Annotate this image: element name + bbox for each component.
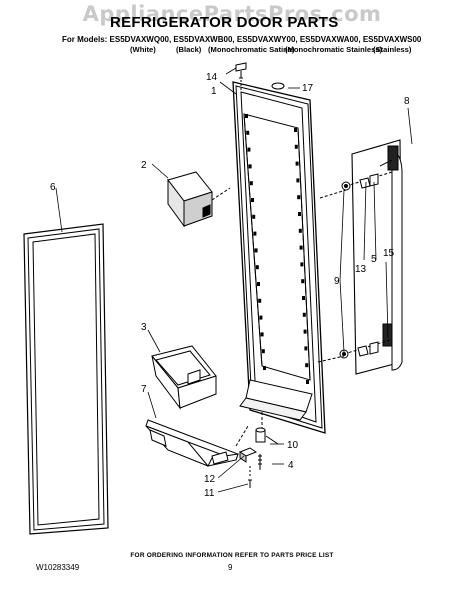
callout-3: 3 — [141, 322, 147, 333]
rail-dot — [260, 332, 264, 337]
document-number: W10283349 — [36, 563, 80, 572]
rail-dot — [258, 298, 262, 303]
callout-leaders — [55, 67, 413, 493]
callout-1: 1 — [211, 86, 217, 97]
page-title: REFRIGERATOR DOOR PARTS — [110, 14, 339, 31]
page-number: 9 — [228, 563, 233, 572]
callout-12: 12 — [204, 474, 216, 485]
rail-dot — [246, 130, 250, 135]
variant-black: (Black) — [176, 45, 202, 54]
handle-mount-hardware — [339, 171, 393, 359]
callout-15: 15 — [383, 248, 395, 259]
rail-dot — [297, 195, 301, 200]
door-shelf — [145, 419, 239, 467]
rail-dot — [296, 178, 300, 183]
rail-dot — [245, 114, 248, 118]
rail-dot — [255, 265, 259, 270]
door-assembly — [232, 81, 326, 434]
callout-13: 13 — [355, 264, 367, 275]
rail-dot — [306, 380, 309, 384]
variant-monochromatic-satina: (Monochromatic Satina) — [208, 45, 295, 54]
dairy-bin — [167, 171, 213, 228]
models-line: For Models: ES5DVAXWQ00, ES5DVAXWB00, ES… — [62, 35, 422, 44]
rail-dot — [299, 245, 303, 250]
callout-14: 14 — [206, 72, 218, 83]
ordering-note: FOR ORDERING INFORMATION REFER TO PARTS … — [130, 552, 334, 559]
top-hinge-hardware — [235, 62, 285, 92]
rail-dot — [261, 349, 265, 354]
rail-dot — [301, 279, 305, 284]
rail-dot — [302, 296, 305, 300]
rail-dot — [259, 315, 263, 320]
callout-11: 11 — [204, 488, 215, 499]
rail-dot — [302, 312, 306, 317]
shelf-rail-dots — [245, 114, 309, 384]
door-bin — [151, 345, 217, 410]
rail-dot — [249, 181, 253, 186]
variant-stainless: (Stainless) — [373, 45, 412, 54]
callout-6: 6 — [50, 182, 56, 193]
callout-10: 10 — [287, 440, 299, 451]
rail-dot — [295, 161, 299, 166]
handle-assembly — [351, 139, 403, 375]
rail-dot — [257, 282, 260, 286]
rail-dot — [253, 231, 257, 236]
rail-dot — [305, 363, 309, 368]
rail-dot — [263, 366, 266, 370]
variant-monochromatic-stainless: (Monochromatic Stainless) — [285, 45, 383, 54]
rail-dot — [298, 212, 301, 216]
callout-8: 8 — [404, 96, 410, 107]
callout-5: 5 — [371, 254, 377, 265]
callout-9: 9 — [334, 276, 340, 287]
rail-dot — [298, 228, 302, 233]
rail-dot — [294, 144, 298, 149]
variant-white: (White) — [130, 45, 156, 54]
callout-17: 17 — [302, 83, 314, 94]
bottom-hinge-hardware — [238, 412, 279, 488]
rail-dot — [303, 329, 307, 334]
callout-7: 7 — [141, 384, 147, 395]
rail-dot — [294, 128, 297, 132]
rail-dot — [248, 164, 252, 169]
watermark: AppliancePartsPros.com — [82, 2, 382, 26]
rail-dot — [247, 147, 251, 152]
rail-dot — [252, 214, 256, 219]
rail-dot — [300, 262, 304, 267]
rail-dot — [304, 346, 308, 351]
callout-4: 4 — [288, 460, 294, 471]
callout-2: 2 — [141, 160, 147, 171]
door-gasket — [23, 223, 109, 535]
rail-dot — [254, 248, 258, 253]
rail-dot — [251, 198, 254, 202]
